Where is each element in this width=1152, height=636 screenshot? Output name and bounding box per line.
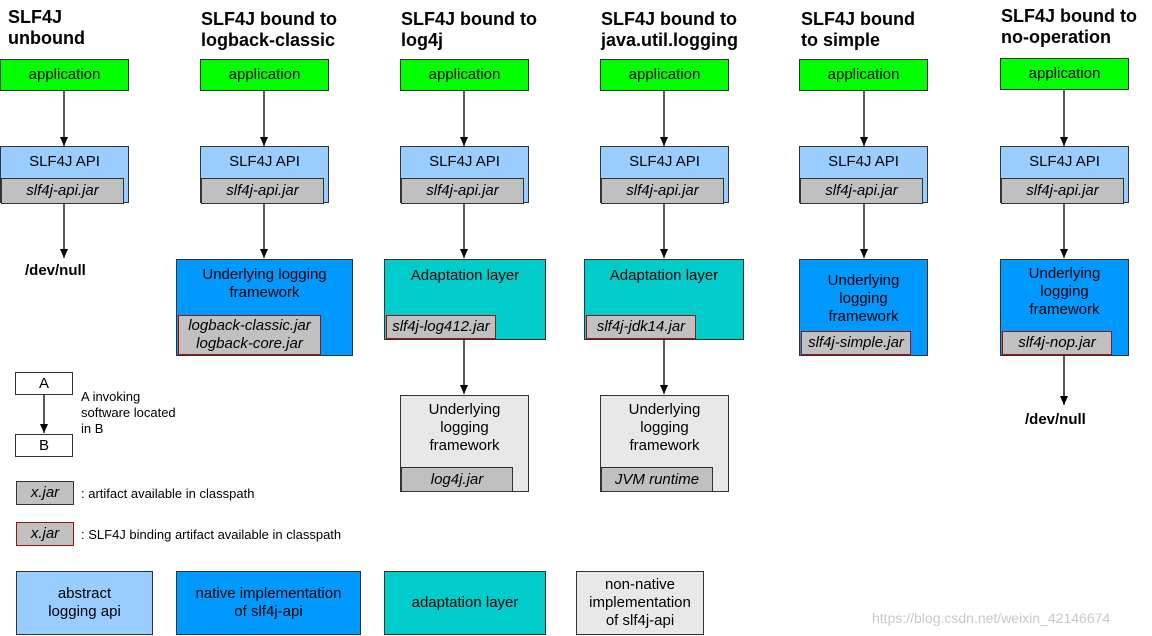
column-title: SLF4J bound to logback-classic [201,9,337,50]
binding-jar: slf4j-nop.jar [1002,331,1112,355]
legend-swatch-native-implementation: native implementation of slf4j-api [176,571,361,635]
jar-line: logback-classic.jar [188,317,311,334]
framework-jar: log4j.jar [401,467,513,492]
dev-null-label: /dev/null [1025,411,1086,428]
slf4j-api-box: SLF4J API slf4j-api.jar [799,146,928,204]
slf4j-api-label: SLF4J API [429,153,500,170]
column-title: SLF4J unbound [8,7,85,48]
column-title: SLF4J bound to log4j [401,9,537,50]
jar-line: logback-core.jar [196,335,303,352]
legend-swatch-adaptation-layer: adaptation layer [384,571,546,635]
framework-jar: JVM runtime [601,467,713,492]
watermark-text: https://blog.csdn.net/weixin_42146674 [872,610,1111,626]
binding-jar: slf4j-jdk14.jar [586,315,696,339]
legend-jar-sample: x.jar [16,481,74,505]
slf4j-api-label: SLF4J API [1029,153,1100,170]
slf4j-api-box: SLF4J API slf4j-api.jar [400,146,529,204]
application-box: application [0,59,129,91]
logging-framework-label: Underlying logging framework [628,401,701,454]
slf4j-api-box: SLF4J API slf4j-api.jar [600,146,729,204]
logging-framework-label: Underlying logging framework [428,401,501,454]
slf4j-api-jar: slf4j-api.jar [201,178,324,204]
legend-binding-text: : SLF4J binding artifact available in cl… [81,527,342,542]
logging-framework-box: Underlying logging framework slf4j-nop.j… [1000,259,1129,356]
binding-jar: slf4j-log412.jar [386,315,496,339]
logging-framework-box: Underlying logging framework slf4j-simpl… [799,259,928,356]
adaptation-layer-box: Adaptation layer slf4j-jdk14.jar [584,259,744,340]
legend-invoking-text: A invoking software located in B [81,389,176,436]
slf4j-api-jar: slf4j-api.jar [1001,178,1124,204]
column-title: SLF4J bound to java.util.logging [601,9,739,50]
slf4j-api-box: SLF4J API slf4j-api.jar [1000,146,1129,204]
logging-framework-box: Underlying logging framework JVM runtime [600,395,729,492]
logging-framework-box: Underlying logging framework logback-cla… [176,259,353,356]
application-box: application [1000,58,1129,90]
slf4j-api-jar: slf4j-api.jar [800,178,923,204]
application-box: application [600,59,729,91]
logging-framework-label: Underlying logging framework [202,266,327,301]
binding-jar: slf4j-simple.jar [801,331,911,355]
legend-box-a: A [15,372,73,395]
column-title: SLF4J bound to no-operation [1001,6,1137,47]
column-title: SLF4J bound to simple [801,9,915,50]
slf4j-api-label: SLF4J API [229,153,300,170]
application-box: application [200,59,329,91]
binding-jar: logback-classic.jar logback-core.jar [178,315,321,355]
adaptation-layer-label: Adaptation layer [410,267,520,284]
adaptation-layer-box: Adaptation layer slf4j-log412.jar [384,259,546,340]
adaptation-layer-label: Adaptation layer [609,267,719,284]
legend-jar-text: : artifact available in classpath [81,486,255,501]
slf4j-api-label: SLF4J API [828,153,899,170]
slf4j-api-jar: slf4j-api.jar [401,178,524,204]
slf4j-api-label: SLF4J API [29,153,100,170]
logging-framework-label: Underlying logging framework [827,272,900,325]
slf4j-api-label: SLF4J API [629,153,700,170]
legend-swatch-abstract-api: abstract logging api [16,571,153,635]
logging-framework-label: Underlying logging framework [1028,265,1101,318]
application-box: application [799,59,928,91]
slf4j-api-box: SLF4J API slf4j-api.jar [0,146,129,204]
legend-swatch-non-native-implementation: non-native implementation of slf4j-api [576,571,704,635]
legend-binding-sample: x.jar [16,522,74,546]
legend-box-b: B [15,434,73,457]
slf4j-api-box: SLF4J API slf4j-api.jar [200,146,329,204]
logging-framework-box: Underlying logging framework log4j.jar [400,395,529,492]
slf4j-api-jar: slf4j-api.jar [601,178,724,204]
application-box: application [400,59,529,91]
dev-null-label: /dev/null [25,262,86,279]
slf4j-api-jar: slf4j-api.jar [1,178,124,204]
